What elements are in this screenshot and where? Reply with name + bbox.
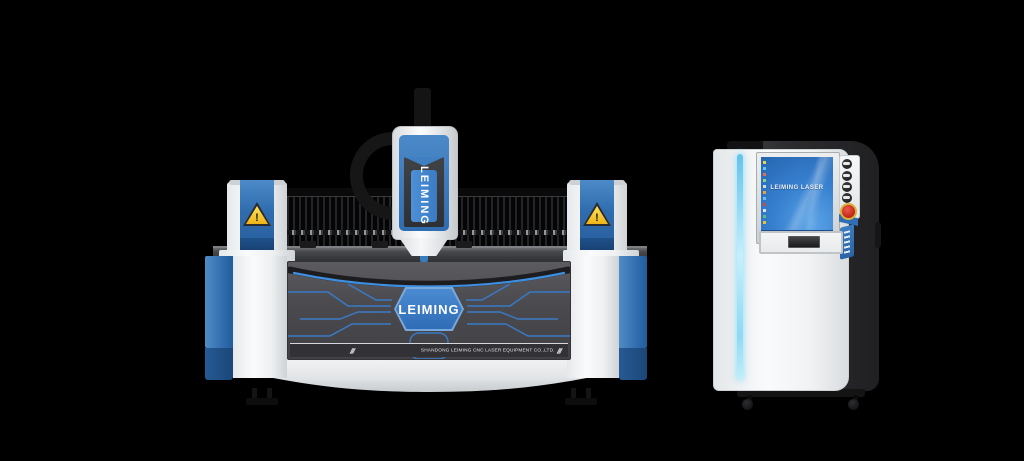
control-knob <box>842 171 852 181</box>
left-tower: ! <box>227 180 287 252</box>
machine-foot-stem <box>571 388 576 399</box>
control-knob <box>842 159 852 169</box>
cabinet-door-handle <box>875 222 881 248</box>
emergency-stop-button <box>840 203 857 220</box>
rail-clamp <box>456 241 472 248</box>
machine-foot-stem <box>586 388 591 399</box>
left-end-cap-white <box>233 256 287 378</box>
cabinet-top-notch <box>727 141 763 151</box>
band-slashes-right: /// <box>556 346 563 355</box>
knob-indicator <box>843 185 850 188</box>
monitor-screen: LEIMING LASER <box>761 157 833 236</box>
company-name-text: SHANDONG LEIMING CNC LASER EQUIPMENT CO.… <box>420 348 555 353</box>
right-end-cap-blue-lower <box>619 348 647 380</box>
cutting-bed-slats-lower <box>283 235 613 248</box>
machine-foot <box>565 398 597 405</box>
machine-foot <box>246 398 278 405</box>
panel-brand-label: LEIMING <box>398 301 460 317</box>
control-knob <box>842 182 852 192</box>
laser-head-pentagon <box>404 157 444 166</box>
cabinet-base <box>737 389 865 397</box>
caster-wheel <box>848 399 859 410</box>
caster-wheel <box>742 399 753 410</box>
laser-head-tip <box>399 238 449 256</box>
rail-clamp <box>372 241 388 248</box>
machine-apron <box>217 356 643 392</box>
machine-foot-stem <box>252 388 257 399</box>
desktop-icons <box>763 161 766 164</box>
knob-indicator <box>843 174 850 177</box>
screen-brand-text: LEIMING LASER <box>770 184 824 191</box>
company-band: /// SHANDONG LEIMING CNC LASER EQUIPMENT… <box>290 343 568 357</box>
right-tower: ! <box>567 180 627 252</box>
laser-nozzle <box>420 256 428 262</box>
left-end-cap-blue-lower <box>205 348 233 380</box>
left-tower-stripe-base <box>240 238 274 252</box>
knob-indicator <box>843 196 850 199</box>
caster-stem <box>747 395 752 401</box>
cabinet-glow-strip <box>737 154 743 380</box>
warning-exclamation: ! <box>595 212 599 224</box>
knob-indicator <box>843 162 850 165</box>
front-panel: LEIMING /// SHANDONG LEIMING CNC LASER E… <box>287 261 571 360</box>
warning-exclamation: ! <box>255 212 259 224</box>
right-end-cap-white <box>567 256 619 378</box>
panel-hexagon-fill: LEIMING <box>396 289 462 329</box>
left-end-cap-blue <box>205 256 233 348</box>
screen-light-beams <box>761 157 833 236</box>
side-badge-text-marks <box>844 230 850 254</box>
right-tower-stripe-base <box>580 238 614 252</box>
laser-head-brand-label: LEIMING <box>411 166 437 226</box>
keyboard-tray-handle <box>788 236 820 248</box>
panel-hexagon-badge: LEIMING <box>394 287 464 331</box>
band-slashes-left: /// <box>349 346 356 355</box>
panel-circuit-graphic <box>288 266 570 359</box>
machine-foot-stem <box>267 388 272 399</box>
right-end-cap-blue <box>619 256 647 348</box>
caster-stem <box>853 395 858 401</box>
control-knob <box>842 193 852 203</box>
rail-clamp <box>300 241 316 248</box>
